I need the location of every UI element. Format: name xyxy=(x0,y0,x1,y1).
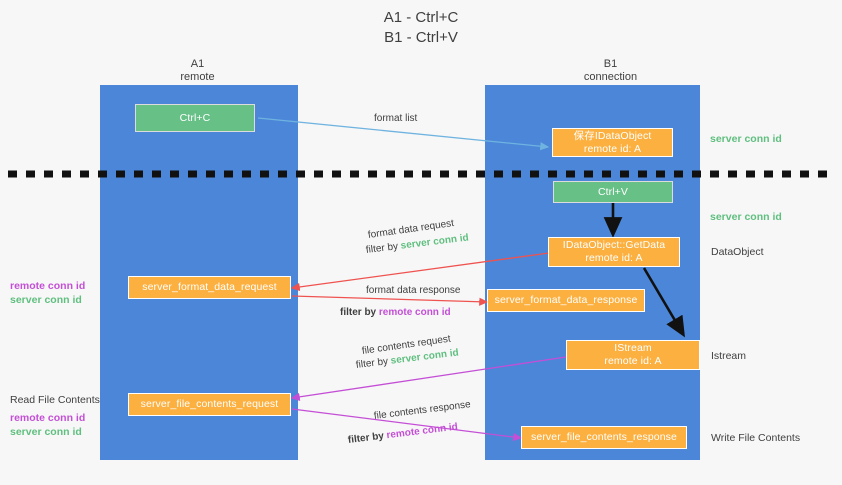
lane-b1-subtitle: connection xyxy=(583,71,638,83)
box-ctrl-v[interactable]: Ctrl+V xyxy=(553,181,673,203)
box-getdata-subtitle: remote id: A xyxy=(585,252,643,264)
annotation-left-conn-ids-bottom: remote conn id server conn id xyxy=(10,411,85,439)
annotation-right-istream: Istream xyxy=(711,350,747,362)
box-server-file-contents-request-label: server_file_contents_request xyxy=(140,398,279,410)
box-istream[interactable]: IStream remote id: A xyxy=(566,340,700,370)
annotation-left-remote-conn-id-1: remote conn id xyxy=(10,280,86,292)
annotation-left-server-conn-id-2: server conn id xyxy=(10,426,82,438)
annotation-left-server-conn-id-1: server conn id xyxy=(10,294,82,306)
lane-header-a1: A1 remote xyxy=(140,58,255,84)
lane-a1-name: A1 xyxy=(190,58,205,70)
edge-label-format-data-response: format data response xyxy=(366,285,461,296)
box-server-format-data-request[interactable]: server_format_data_request xyxy=(128,276,291,299)
box-saved-idataobject-subtitle: remote id: A xyxy=(583,142,642,155)
arrow-format-list xyxy=(257,117,550,151)
edge-label-format-list: format list xyxy=(374,113,418,124)
edge-label-format-data-response-filter: filter by remote conn id xyxy=(340,307,451,318)
arrow-file-contents-response xyxy=(291,408,523,442)
annotation-left-conn-ids-top: remote conn id server conn id xyxy=(10,279,85,307)
arrow-format-data-request xyxy=(290,252,550,292)
box-ctrl-c[interactable]: Ctrl+C xyxy=(135,104,255,132)
lane-a1-subtitle: remote xyxy=(180,71,215,83)
filter-remote-conn-id-1: remote conn id xyxy=(378,307,451,318)
box-istream-title: IStream xyxy=(614,342,652,354)
annotation-right-server-conn-id-2: server conn id xyxy=(710,211,782,223)
title-line-2: B1 - Ctrl+V xyxy=(384,29,458,46)
arrow-file-contents-request xyxy=(290,356,567,401)
annotation-right-server-conn-id-1: server conn id xyxy=(710,133,782,145)
box-server-format-data-response[interactable]: server_format_data_response xyxy=(487,289,645,312)
annotation-left-remote-conn-id-2: remote conn id xyxy=(10,412,86,424)
annotation-left-read-file-contents: Read File Contents xyxy=(10,393,100,407)
arrow-format-data-response xyxy=(291,295,489,306)
annotation-right-dataobject: DataObject xyxy=(711,246,764,258)
box-istream-subtitle: remote id: A xyxy=(604,355,662,367)
page-title: A1 - Ctrl+C B1 - Ctrl+V xyxy=(0,8,842,48)
box-server-file-contents-response[interactable]: server_file_contents_response xyxy=(521,426,687,449)
annotation-right-write-file-contents: Write File Contents xyxy=(711,432,801,444)
box-saved-idataobject[interactable]: 保存IDataObject remote id: A xyxy=(552,128,673,157)
annotation-read-file-contents-title: Read File Contents xyxy=(10,394,100,406)
box-ctrl-v-label: Ctrl+V xyxy=(597,185,629,198)
box-saved-idataobject-title: 保存IDataObject xyxy=(573,129,652,142)
box-server-format-data-response-label: server_format_data_response xyxy=(494,294,638,306)
arrow-getdata-to-istream xyxy=(642,267,685,338)
box-server-format-data-request-label: server_format_data_request xyxy=(142,281,277,293)
lane-b1-name: B1 xyxy=(603,58,618,70)
box-server-file-contents-response-label: server_file_contents_response xyxy=(531,431,677,443)
box-server-file-contents-request[interactable]: server_file_contents_request xyxy=(128,393,291,416)
title-line-1: A1 - Ctrl+C xyxy=(383,9,459,26)
lane-header-b1: B1 connection xyxy=(553,58,668,84)
box-getdata-title: IDataObject::GetData xyxy=(562,239,666,251)
box-ctrl-c-label: Ctrl+C xyxy=(179,111,211,124)
box-idataobject-getdata[interactable]: IDataObject::GetData remote id: A xyxy=(548,237,680,267)
